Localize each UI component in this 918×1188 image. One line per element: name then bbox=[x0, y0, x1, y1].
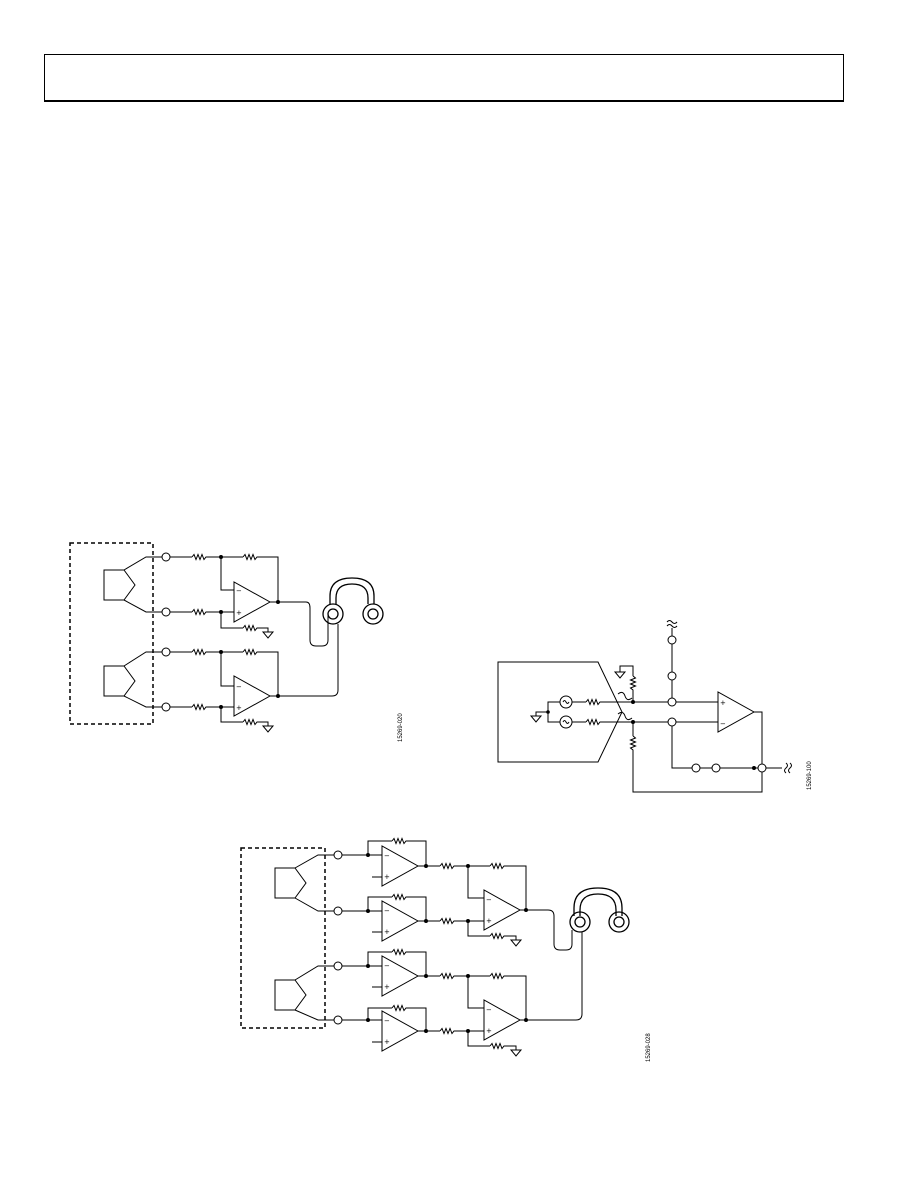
diff-amp-1 bbox=[483, 889, 522, 931]
terminal-1b bbox=[161, 607, 171, 617]
header-box bbox=[44, 54, 844, 102]
transducer-1 bbox=[103, 569, 136, 601]
transducer-enclosure bbox=[240, 847, 326, 1029]
sensor-enclosure bbox=[497, 661, 623, 763]
svg-text:−: − bbox=[236, 587, 242, 595]
svg-text:−: − bbox=[384, 852, 390, 860]
transducer-b bbox=[274, 979, 307, 1011]
ground-symbol bbox=[613, 671, 627, 679]
figure-bridge-sensor-amp: + − 15269-100 bbox=[497, 620, 813, 793]
svg-text:+: + bbox=[384, 928, 390, 936]
transducer-2 bbox=[103, 665, 136, 697]
op-amp-2 bbox=[233, 675, 272, 717]
resistor bbox=[191, 554, 209, 560]
terminal-a2 bbox=[333, 906, 343, 916]
terminal-2a bbox=[161, 647, 171, 657]
terminal-supply bbox=[667, 671, 677, 681]
svg-text:−: − bbox=[236, 683, 242, 691]
op-amp-3 bbox=[717, 691, 756, 733]
svg-text:−: − bbox=[720, 720, 726, 728]
terminal-out-b bbox=[711, 763, 721, 773]
terminal-1a bbox=[161, 552, 171, 562]
buffer-amp-1 bbox=[381, 845, 420, 887]
terminal-in-plus bbox=[667, 697, 677, 707]
ground-symbol bbox=[529, 715, 543, 723]
svg-text:−: − bbox=[384, 962, 390, 970]
svg-text:−: − bbox=[384, 907, 390, 915]
svg-text:+: + bbox=[384, 1038, 390, 1046]
ground-symbol bbox=[509, 939, 523, 947]
terminal-top bbox=[667, 635, 677, 645]
svg-text:+: + bbox=[236, 704, 242, 712]
figure-number-3: 15269-028 bbox=[646, 1033, 652, 1062]
terminal-out-a bbox=[691, 763, 701, 773]
svg-text:+: + bbox=[236, 609, 242, 617]
terminal-output bbox=[757, 763, 767, 773]
op-amp-1 bbox=[233, 581, 272, 623]
terminal-b1 bbox=[333, 961, 343, 971]
transducer-enclosure bbox=[69, 542, 154, 725]
ground-symbol bbox=[261, 631, 275, 639]
headphones-icon bbox=[322, 577, 384, 625]
terminal-in-minus bbox=[667, 717, 677, 727]
svg-text:+: + bbox=[720, 699, 726, 707]
svg-text:−: − bbox=[384, 1017, 390, 1025]
terminal-2b bbox=[161, 702, 171, 712]
buffer-amp-2 bbox=[381, 900, 420, 942]
transducer-a bbox=[274, 867, 307, 899]
buffer-amp-3 bbox=[381, 955, 420, 997]
figure-two-transducer-diff-amp: − + − + bbox=[69, 542, 404, 742]
headphones-icon bbox=[569, 887, 630, 933]
ground-symbol bbox=[509, 1049, 523, 1057]
figure-number-2: 15269-100 bbox=[807, 761, 813, 790]
terminal-b2 bbox=[333, 1015, 343, 1025]
ground-symbol bbox=[261, 725, 275, 733]
diff-amp-2 bbox=[483, 999, 522, 1041]
svg-text:+: + bbox=[486, 917, 492, 925]
terminal-a1 bbox=[333, 850, 343, 860]
svg-text:+: + bbox=[384, 873, 390, 881]
figure-number-1: 15269-020 bbox=[398, 713, 404, 742]
svg-text:−: − bbox=[486, 896, 492, 904]
buffer-amp-4 bbox=[381, 1010, 420, 1052]
svg-text:+: + bbox=[384, 983, 390, 991]
svg-text:−: − bbox=[486, 1006, 492, 1014]
figure-two-transducer-instrumentation: − + − + − + − + bbox=[240, 838, 652, 1062]
resistor bbox=[242, 554, 260, 560]
svg-text:+: + bbox=[486, 1027, 492, 1035]
